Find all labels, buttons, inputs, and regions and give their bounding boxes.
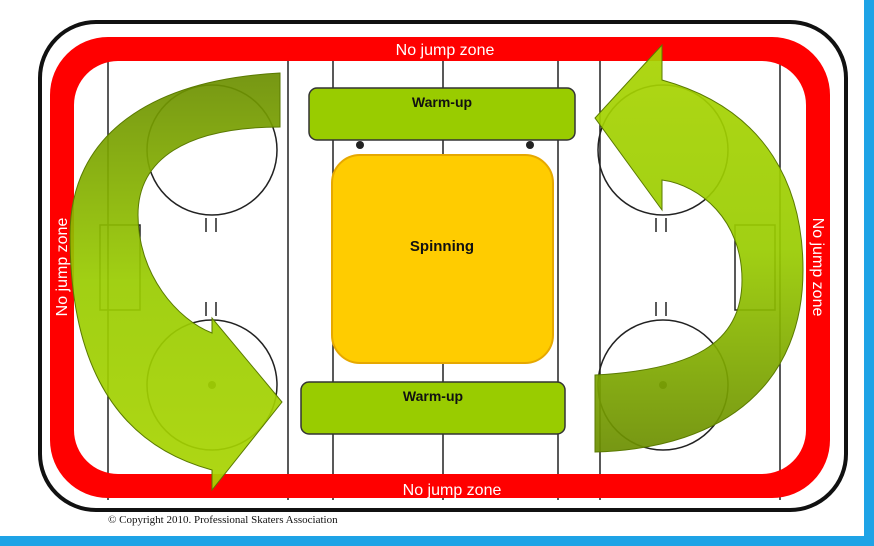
no-jump-zone-label-bottom: No jump zone — [403, 482, 502, 499]
faceoff-dot — [526, 141, 534, 149]
no-jump-zone-label-left: No jump zone — [54, 218, 71, 317]
copyright-notice: © Copyright 2010. Professional Skaters A… — [108, 514, 338, 526]
warmup-bar-bottom — [300, 381, 566, 435]
right-flow-arrow — [594, 43, 804, 453]
warmup-bar-top — [308, 87, 576, 141]
no-jump-zone-label-top: No jump zone — [396, 42, 495, 59]
warmup-label-bottom: Warm-up — [403, 388, 463, 404]
faceoff-dot — [356, 141, 364, 149]
left-flow-arrow — [69, 72, 283, 492]
blue-border-right — [864, 0, 874, 546]
no-jump-zone-label-right: No jump zone — [809, 218, 826, 317]
spinning-area — [331, 154, 554, 364]
blue-border-bottom — [0, 536, 874, 546]
spinning-label: Spinning — [410, 238, 474, 255]
warmup-label-top: Warm-up — [412, 94, 472, 110]
